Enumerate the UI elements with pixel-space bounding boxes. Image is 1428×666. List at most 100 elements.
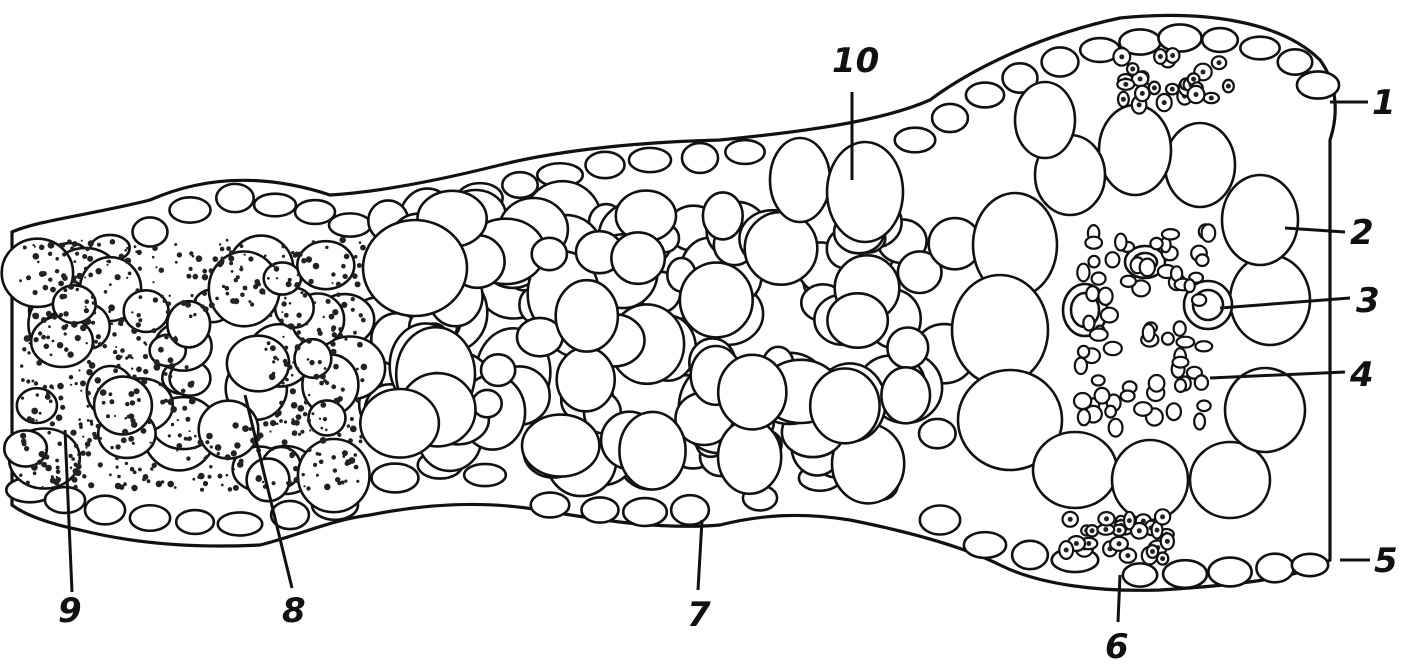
chloroplast: [344, 254, 350, 260]
chloroplast: [115, 444, 120, 449]
sclerenchyma-lumen: [1226, 84, 1231, 89]
chloroplast: [77, 273, 83, 279]
chloroplast: [84, 277, 86, 279]
chloroplast: [125, 462, 128, 465]
chloroplast: [306, 486, 310, 490]
chloroplast: [96, 268, 102, 274]
chloroplast: [336, 293, 341, 298]
chloroplast: [297, 367, 300, 370]
chloroplast: [150, 442, 152, 444]
chloroplast: [318, 360, 322, 364]
label-7: 7: [687, 595, 711, 635]
parenchyma-cell: [718, 355, 786, 430]
chloroplast: [330, 341, 335, 346]
parenchyma-cell: [703, 192, 743, 239]
chloroplast: [313, 374, 319, 380]
chloroplast: [123, 482, 127, 486]
chloroplast: [103, 344, 107, 348]
chloroplast: [36, 393, 39, 396]
chloroplast: [300, 291, 303, 294]
chloroplast: [321, 427, 324, 430]
chloroplast: [70, 384, 72, 386]
chloroplast: [182, 406, 187, 411]
chloroplast: [284, 297, 287, 300]
chloroplast: [264, 348, 267, 351]
chloroplast: [181, 389, 186, 394]
sclerenchyma-lumen: [1170, 53, 1175, 58]
chloroplast: [232, 250, 235, 253]
chloroplast: [118, 321, 122, 325]
chloroplast: [167, 481, 174, 488]
chloroplast: [99, 437, 102, 440]
chloroplast: [164, 372, 168, 376]
chloroplast: [115, 483, 122, 490]
chloroplast: [122, 429, 128, 435]
chloroplast: [254, 279, 260, 285]
chloroplast: [131, 368, 133, 370]
parenchyma-cell: [827, 293, 887, 347]
label-5: 5: [1374, 541, 1398, 581]
chloroplast: [106, 260, 108, 262]
chloroplast: [190, 381, 194, 385]
chloroplast: [143, 369, 148, 374]
sclerenchyma-lumen: [1074, 541, 1079, 546]
chloroplast: [84, 308, 89, 313]
chloroplast: [139, 295, 143, 299]
chloroplast: [48, 252, 52, 256]
chloroplast: [168, 357, 174, 363]
chloroplast: [111, 322, 114, 325]
chloroplast: [178, 433, 182, 437]
chloroplast: [136, 336, 141, 341]
chloroplast: [130, 467, 135, 472]
chloroplast: [128, 272, 132, 276]
chloroplast: [270, 420, 276, 426]
chloroplast: [109, 283, 112, 286]
sclerenchyma-lumen: [1140, 91, 1145, 96]
chloroplast: [39, 412, 42, 415]
chloroplast: [270, 448, 273, 451]
chloroplast: [38, 331, 42, 335]
chloroplast: [296, 414, 302, 420]
chloroplast: [189, 400, 193, 404]
chloroplast: [283, 359, 288, 364]
chloroplast: [33, 253, 40, 260]
chloroplast: [320, 437, 327, 444]
parenchyma-cell: [481, 354, 515, 386]
chloroplast: [350, 426, 357, 433]
chloroplast: [27, 416, 32, 421]
phloem-cell: [1149, 375, 1165, 392]
chloroplast: [308, 394, 310, 396]
chloroplast: [82, 474, 86, 478]
sclerenchyma-lumen: [1117, 541, 1122, 546]
chloroplast: [263, 421, 268, 426]
sclerenchyma-lumen: [1160, 514, 1165, 519]
epidermis-cell: [585, 152, 624, 178]
chloroplast: [219, 243, 221, 245]
label-1: 1: [1372, 83, 1396, 123]
chloroplast: [70, 430, 76, 436]
chloroplast: [130, 400, 135, 405]
chloroplast: [302, 473, 305, 476]
chloroplast: [91, 344, 95, 348]
chloroplast: [222, 285, 225, 288]
chloroplast: [97, 388, 100, 391]
sclerenchyma-lumen: [1217, 60, 1222, 65]
chloroplast: [168, 375, 172, 379]
chloroplast: [237, 461, 243, 467]
chloroplast: [93, 435, 98, 440]
phloem-cell: [1109, 419, 1123, 437]
phloem-cell: [1177, 337, 1195, 348]
chloroplast: [19, 474, 22, 477]
chloroplast: [160, 295, 164, 299]
chloroplast: [128, 391, 134, 397]
chloroplast: [233, 468, 235, 470]
chloroplast: [289, 302, 292, 305]
epidermis-cell: [1278, 49, 1313, 74]
chloroplast: [329, 314, 335, 320]
chloroplast: [175, 261, 178, 264]
chloroplast: [298, 433, 301, 436]
chloroplast: [91, 295, 95, 299]
chloroplast: [344, 338, 347, 341]
chloroplast: [185, 365, 189, 369]
